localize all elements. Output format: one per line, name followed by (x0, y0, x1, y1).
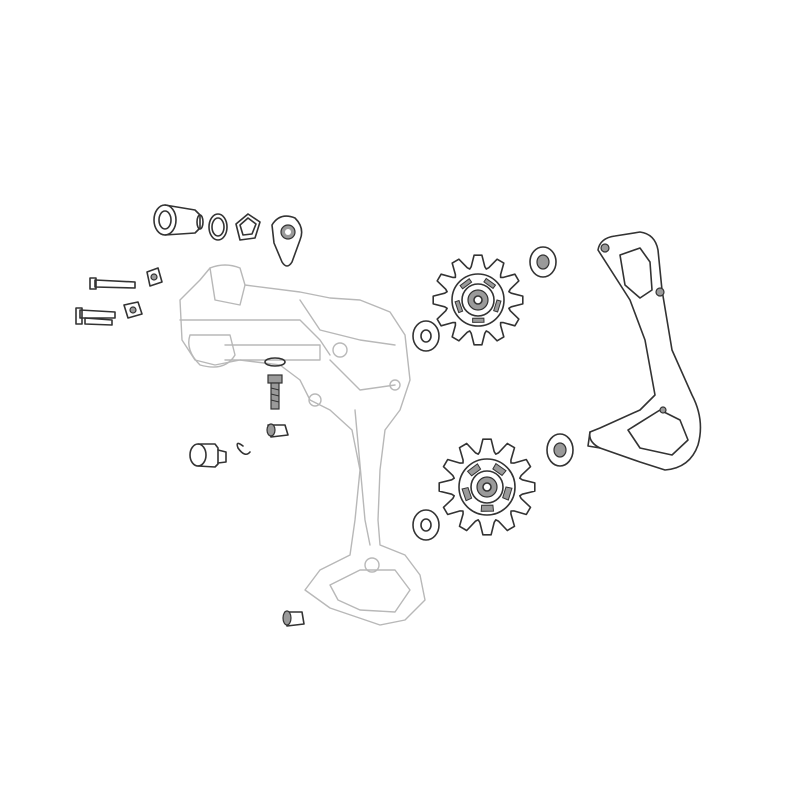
pulley-ring (461, 283, 495, 317)
cable-clamp-washer (264, 357, 286, 367)
spring-ring (208, 213, 228, 241)
pulley-spoke-window (459, 278, 473, 290)
pulley-ring (473, 295, 483, 305)
lower-outer-washer (546, 433, 574, 467)
long-bolt (89, 277, 136, 290)
pulley-ring (470, 470, 504, 504)
bolt-nut-small (146, 267, 163, 287)
outer-cage-plate (587, 231, 702, 471)
cable-clamp-bolt (267, 374, 283, 410)
pulley-spoke-window (454, 299, 464, 314)
lower-inner-washer (412, 509, 440, 541)
derailleur-body (179, 264, 426, 626)
pulley-ring (458, 458, 516, 516)
b-bolt-bushing (153, 204, 204, 236)
b-washer (235, 213, 261, 241)
pulley-spoke-window (461, 486, 473, 502)
pivot-bolts (75, 301, 143, 326)
barrel-adjuster (189, 443, 227, 468)
cage-stop-bushing (282, 610, 305, 627)
c-clip (236, 442, 251, 456)
pulley-spoke-window (493, 299, 502, 313)
upper-inner-washer (412, 320, 440, 352)
pulley-teeth (438, 438, 536, 536)
upper-pulley-wheel (432, 254, 524, 346)
pulley-spoke-window (480, 504, 495, 512)
pulley-spoke-window (466, 463, 482, 477)
pulley-ring (482, 482, 492, 492)
pulley-spoke-window (492, 462, 507, 477)
pulley-spoke-window (472, 317, 485, 323)
upper-outer-washer (529, 246, 557, 278)
pulley-spoke-window (502, 486, 513, 501)
pulley-spoke-window (483, 277, 497, 290)
b-limit-plate (271, 215, 303, 267)
lower-pulley-wheel (438, 438, 536, 536)
pulley-ring (451, 273, 505, 327)
small-bushing (266, 423, 289, 438)
pulley-teeth (432, 254, 524, 346)
